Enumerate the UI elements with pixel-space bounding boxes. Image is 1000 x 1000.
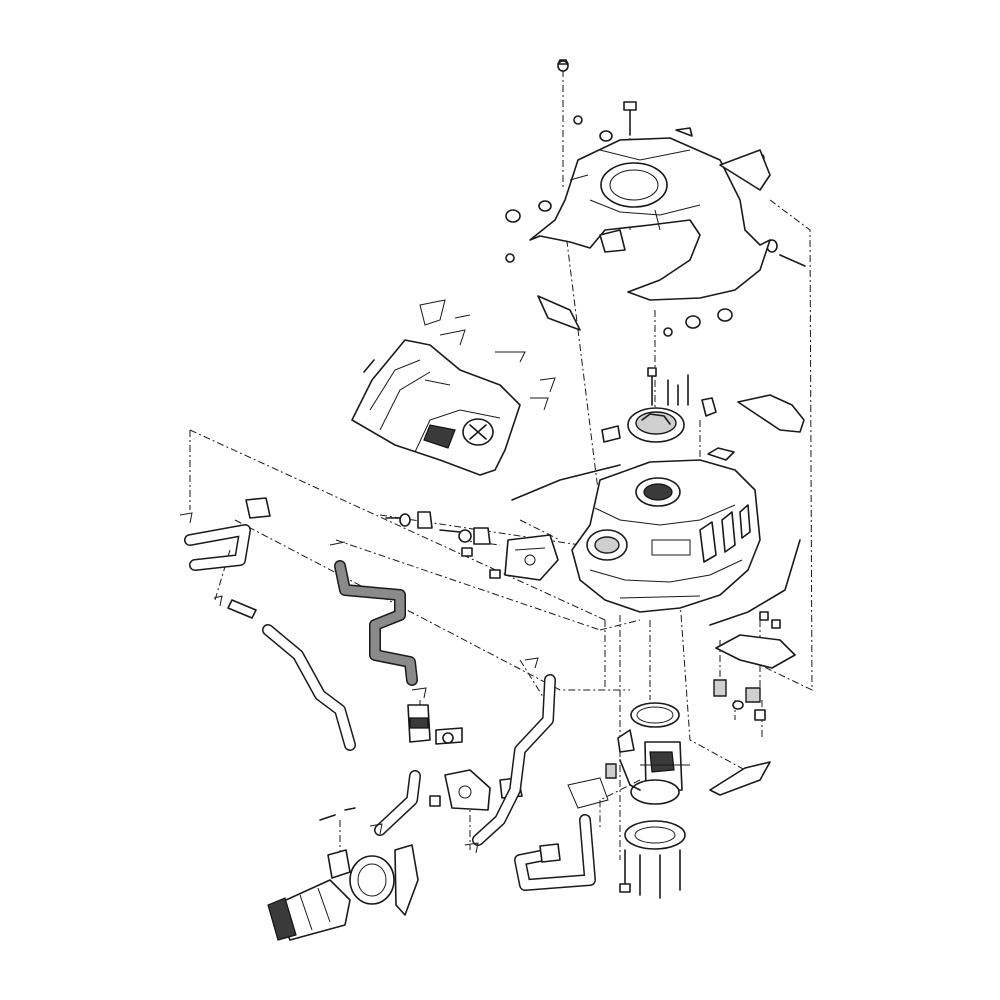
hose-clips [179,512,539,854]
valve-mount [429,674,556,846]
upper-tank-cover [529,127,771,301]
washers-top [505,115,806,337]
canister [267,807,419,941]
pump-gasket [630,702,680,728]
fuel-filter [374,704,463,836]
mount-bolts [385,511,501,579]
fuel-hose [184,497,356,751]
pump-retainer-ring [619,820,686,899]
breather-hose [329,541,418,686]
cover-bolt [623,101,637,136]
fuel-cap-assembly [627,367,717,443]
tank-bracket [504,534,559,581]
rear-bracket [713,611,796,721]
panel-clips [419,299,556,411]
cap-cover [707,394,805,461]
lower-pad [709,761,771,796]
side-cover-panel [351,339,521,476]
cushion-pads [537,295,621,443]
retainer-note-box [567,777,609,809]
top-bolt [557,59,569,72]
fuel-tank [511,459,801,626]
pump-handle [514,814,596,891]
fuel-pump-assembly [605,729,690,805]
